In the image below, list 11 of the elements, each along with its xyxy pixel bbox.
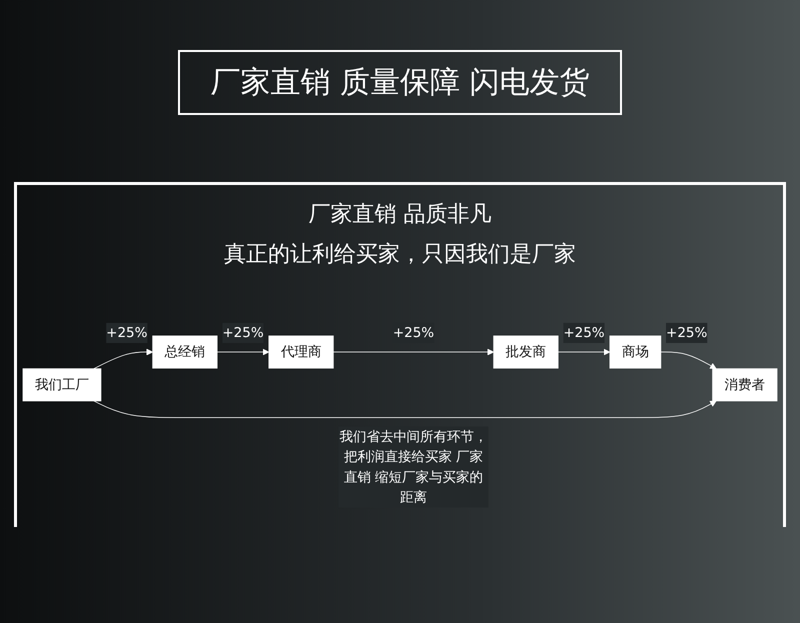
process-box: 代理商 [268,336,334,369]
process-box: 消费者 [712,368,778,402]
process-box: 商场 [609,336,662,369]
process-box: 批发商 [493,336,558,369]
slogan-text: 厂家直销 品质非凡 [308,201,492,229]
process-box: 总经销 [152,336,218,369]
edge-label: +25% [666,322,708,344]
edge-label: +25% [106,322,148,344]
heading: 厂家直销 质量保障 闪电发货 [178,50,622,115]
process-box: 我们工厂 [22,368,102,402]
slogan-text: 真正的让利给买家，只因我们是厂家 [223,241,577,269]
